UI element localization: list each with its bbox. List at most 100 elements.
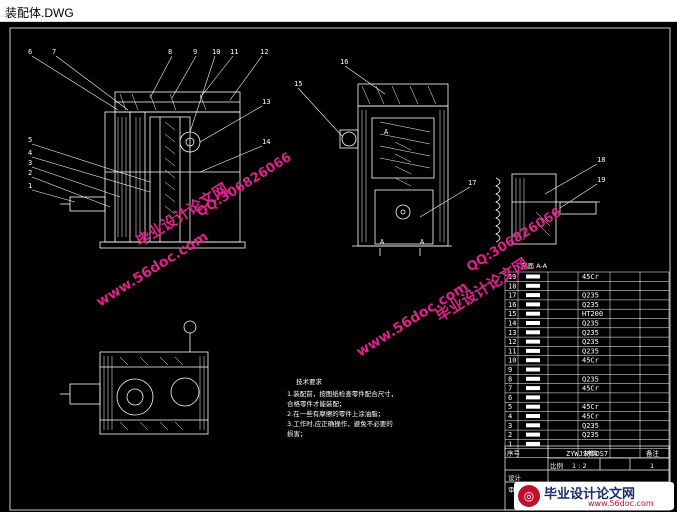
bom-row-material: 45Cr: [582, 273, 599, 281]
bom-row-name-block: [526, 283, 540, 288]
side-view-leaders: [297, 65, 471, 218]
part-label-12: 12: [260, 48, 268, 56]
bom-row-material: Q235: [582, 292, 599, 300]
part-label-13: 13: [262, 98, 270, 106]
part-label-6: 6: [28, 48, 32, 56]
bom-row-number: 19: [508, 273, 516, 281]
bom-row: 15 HT200: [505, 308, 669, 318]
bom-row: 9: [505, 364, 669, 374]
bom-row-number: 15: [508, 310, 516, 318]
watermark-name-1: 毕业设计论文网: [133, 179, 232, 250]
bom-row-number: 8: [508, 375, 512, 383]
section-label: 剖面 A-A: [521, 261, 548, 270]
side-view-mark-right: A: [420, 238, 425, 246]
bom-row-number: 11: [508, 347, 516, 355]
bom-row: 19 45Cr: [505, 271, 669, 281]
part-label-10: 10: [212, 48, 220, 56]
bom-row-name-block: [526, 339, 540, 344]
tech-req-line-1: 1.装配前，按图纸检查零件配合尺寸，: [287, 389, 397, 398]
bom-row: 18: [505, 281, 669, 290]
bom-row: 5 45Cr: [505, 401, 669, 411]
cad-drawing: 6 7 8 9 10 11 12 13 14 5 4 3 2 1: [9, 27, 671, 511]
bom-row-material: 45Cr: [582, 385, 599, 393]
tech-req-line-4: 3.工作时,应正确操作，避免不必要的: [287, 419, 393, 428]
side-view-mark-top: A: [384, 128, 389, 136]
bom-row-material: Q235: [582, 422, 599, 430]
tech-req-heading: 技术要求: [296, 377, 323, 386]
front-view-hatching: [117, 93, 207, 237]
drawing-frame: [9, 27, 671, 511]
side-view-mark-left: A: [380, 238, 385, 246]
part-label-2: 2: [28, 169, 32, 177]
bom-row-number: 1: [508, 440, 512, 448]
bom-row-material: 45Cr: [582, 413, 599, 421]
watermark-site-2: www.56doc.com: [354, 279, 471, 361]
bom-row: 6: [505, 392, 669, 402]
bom-row-number: 16: [508, 301, 516, 309]
bom-row-name-block: [526, 441, 540, 446]
bom-row-name-block: [526, 395, 540, 400]
watermarks: 毕业设计论文网 QQ:306826066 www.56doc.com www.5…: [94, 150, 565, 360]
drawing-canvas[interactable]: 6 7 8 9 10 11 12 13 14 5 4 3 2 1: [0, 22, 677, 512]
part-label-1: 1: [28, 182, 32, 190]
part-label-14: 14: [262, 138, 270, 146]
part-label-8: 8: [168, 48, 172, 56]
part-label-16: 16: [340, 58, 348, 66]
part-label-11: 11: [230, 48, 238, 56]
bom-row-number: 10: [508, 357, 516, 365]
tech-req-line-3: 2.在一些有摩擦的零件上涂油脂；: [287, 409, 384, 418]
side-view: [339, 83, 452, 256]
top-view: [60, 320, 209, 435]
bom-header-remark: 备注: [646, 449, 660, 458]
side-view-hatching: [361, 85, 445, 242]
part-label-15: 15: [294, 80, 302, 88]
bom-row-number: 14: [508, 320, 516, 328]
window-title: 装配体.DWG: [5, 6, 74, 20]
bom-row-number: 6: [508, 394, 512, 402]
bom-row: 7 45Cr: [505, 383, 669, 393]
bom-row-number: 3: [508, 422, 512, 430]
bom-row-number: 7: [508, 385, 512, 393]
bom-row-material: Q235: [582, 338, 599, 346]
bom-row-name-block: [526, 302, 540, 307]
top-view-hatching: [103, 356, 205, 431]
bom-row-material: 45Cr: [582, 357, 599, 365]
site-logo: ◎ 毕业设计论文网 www.56doc.com: [514, 482, 674, 510]
bom-row-name-block: [526, 330, 540, 335]
bom-row-name-block: [526, 404, 540, 409]
scale-label: 比例: [550, 461, 563, 470]
bom-row-material: Q235: [582, 347, 599, 355]
front-view: [60, 91, 246, 249]
bom-row-material: Q235: [582, 320, 599, 328]
bom-row-name-block: [526, 386, 540, 391]
tech-requirements: 技术要求 1.装配前，按图纸检查零件配合尺寸， 合格零件才能装配； 2.在一些有…: [287, 377, 397, 438]
bom-row: 1: [505, 439, 669, 448]
bom-row-number: 5: [508, 403, 512, 411]
watermark-qq-1: QQ:306826066: [194, 150, 294, 220]
designer-label: 设计: [508, 473, 522, 482]
part-label-3: 3: [28, 159, 32, 167]
bom-row: 3 Q235: [505, 420, 669, 430]
drawing-code: ZYWJSMJDS7: [566, 450, 608, 458]
bom-row-name-block: [526, 321, 540, 325]
section-aa-leaders: [544, 163, 598, 209]
bom-header-material: 材料: [584, 449, 598, 458]
bom-row-number: 9: [508, 366, 512, 374]
section-aa-hatching: [515, 178, 551, 240]
bom-row-material: Q235: [582, 329, 599, 337]
bom-header-seq: 序号: [507, 449, 521, 458]
site-logo-mark-icon: ◎: [518, 485, 540, 507]
bom-row-material: HT200: [582, 310, 603, 318]
tech-req-line-2: 合格零件才能装配；: [287, 399, 346, 408]
bom-row-name-block: [526, 414, 540, 418]
bom-row-name-block: [526, 348, 540, 353]
bom-row-material: Q235: [582, 431, 599, 439]
bom-row: 10 45Cr: [505, 355, 669, 365]
bom-row-material: 45Cr: [582, 403, 599, 411]
part-label-4: 4: [28, 149, 32, 157]
